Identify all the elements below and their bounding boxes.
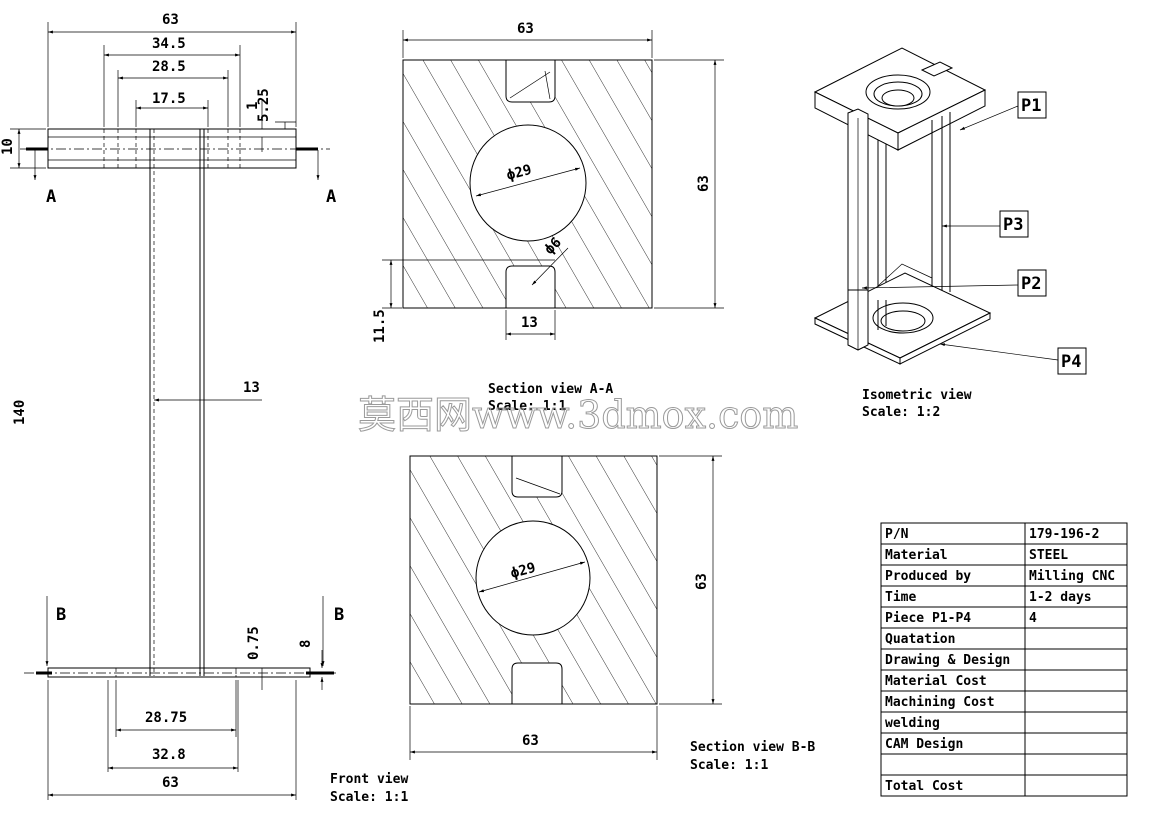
isometric-view bbox=[813, 47, 992, 365]
marker-b-left: B bbox=[56, 605, 66, 625]
section-b-view bbox=[409, 455, 658, 705]
section-markers: A A B B bbox=[33, 150, 344, 666]
callout-p1-box bbox=[1017, 91, 1047, 119]
title-block-value: 1-2 days bbox=[1029, 590, 1092, 605]
front-bottom-plate bbox=[47, 667, 311, 678]
marker-a-left: A bbox=[46, 187, 56, 207]
section-b-scale: Scale: 1:1 bbox=[690, 758, 768, 773]
section-b-dimensions: 63 ϕ29 63 bbox=[409, 455, 722, 760]
section-a-scale: Scale: 1:1 bbox=[488, 399, 566, 414]
title-block-label: Time bbox=[885, 590, 916, 605]
section-a-dim-13: 13 bbox=[521, 315, 538, 331]
front-top-plate bbox=[47, 128, 297, 169]
callout-p2-box bbox=[1017, 269, 1047, 297]
dim-28-75: 28.75 bbox=[145, 710, 187, 726]
callout-p1: P1 bbox=[1021, 96, 1041, 116]
section-a-view bbox=[402, 59, 653, 309]
title-block-label: Produced by bbox=[885, 569, 971, 584]
section-b-dim-63-width: 63 bbox=[522, 733, 539, 749]
front-view-caption: Front view bbox=[330, 772, 408, 787]
dim-34-5: 34.5 bbox=[152, 36, 186, 52]
callout-p2: P2 bbox=[1021, 274, 1041, 294]
front-view-scale: Scale: 1:1 bbox=[330, 790, 408, 805]
dim-140: 140 bbox=[12, 400, 28, 425]
dim-63-top: 63 bbox=[162, 12, 179, 28]
title-block-value: Milling CNC bbox=[1029, 569, 1115, 584]
section-a-dim-63-width: 63 bbox=[517, 21, 534, 37]
isometric-caption: Isometric view bbox=[862, 388, 972, 403]
dim-63-bottom: 63 bbox=[162, 775, 179, 791]
watermark-text: 莫西网www.3dmox.com bbox=[358, 393, 798, 437]
section-a-dim-11-5: 11.5 bbox=[372, 309, 388, 343]
marker-b-right: B bbox=[334, 605, 344, 625]
section-a-hole bbox=[469, 124, 587, 242]
section-b-dim-phi29: ϕ29 bbox=[509, 560, 538, 582]
dim-0-75: 0.75 bbox=[246, 626, 262, 660]
dim-1: 1 bbox=[245, 102, 261, 110]
dim-5-25: 5.25 bbox=[256, 88, 272, 122]
title-block-label: Drawing & Design bbox=[885, 653, 1010, 668]
isometric-callouts: P1 P3 P2 P4 bbox=[861, 91, 1087, 375]
callout-p4: P4 bbox=[1061, 352, 1081, 372]
section-b-caption: Section view B-B bbox=[690, 740, 815, 755]
title-block-label: welding bbox=[885, 716, 940, 731]
title-block-label: Material Cost bbox=[885, 674, 987, 689]
title-block-label: P/N bbox=[885, 527, 909, 542]
section-a-dim-phi29: ϕ29 bbox=[505, 162, 534, 184]
callout-p3-box bbox=[999, 210, 1029, 238]
section-a-dim-63-height: 63 bbox=[696, 175, 712, 192]
title-block-label: CAM Design bbox=[885, 737, 963, 752]
title-block-label: Quatation bbox=[885, 632, 955, 647]
dim-13-web: 13 bbox=[243, 380, 260, 396]
section-a-dimensions: 63 63 ϕ29 ϕ6 11.5 13 bbox=[372, 21, 724, 343]
section-a-caption: Section view A-A bbox=[488, 382, 613, 397]
title-block-value: 4 bbox=[1029, 611, 1037, 626]
callout-p3: P3 bbox=[1003, 215, 1023, 235]
front-view bbox=[20, 128, 336, 678]
isometric-scale: Scale: 1:2 bbox=[862, 405, 940, 420]
section-b-dim-63-height: 63 bbox=[694, 573, 710, 590]
title-block-label: Material bbox=[885, 548, 948, 563]
title-block-label: Total Cost bbox=[885, 779, 963, 794]
dim-28-5: 28.5 bbox=[152, 59, 186, 75]
title-block-value: 179-196-2 bbox=[1029, 527, 1099, 542]
title-block-label: Piece P1-P4 bbox=[885, 611, 971, 626]
dim-8: 8 bbox=[298, 640, 314, 648]
title-block-label: Machining Cost bbox=[885, 695, 995, 710]
dim-17-5: 17.5 bbox=[152, 91, 186, 107]
callout-p4-box bbox=[1057, 347, 1087, 375]
section-b-hole bbox=[475, 520, 591, 636]
front-view-dimensions: 63 34.5 28.5 17.5 1 5.25 10 140 13 0.75 … bbox=[0, 12, 324, 800]
dim-32-8: 32.8 bbox=[152, 747, 186, 763]
title-block-value: STEEL bbox=[1029, 548, 1068, 563]
dim-10: 10 bbox=[0, 138, 16, 155]
marker-a-right: A bbox=[326, 187, 336, 207]
